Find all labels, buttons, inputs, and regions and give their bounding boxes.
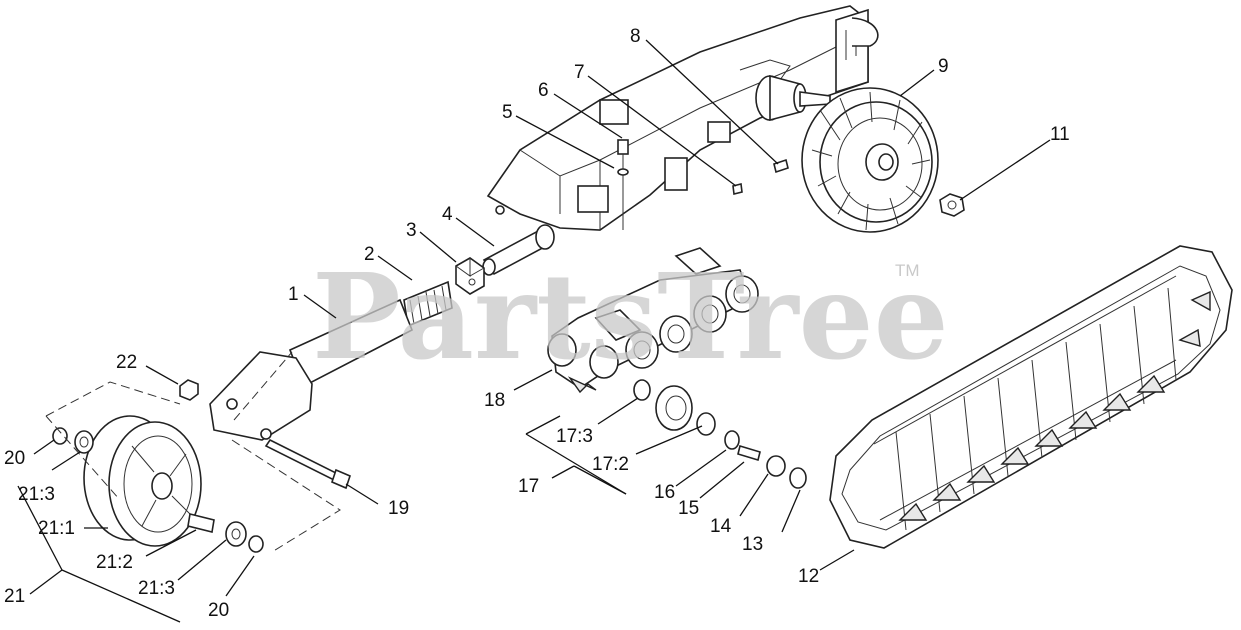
callout-19: 19 [388,498,409,519]
callout-21-3-left: 21:3 [18,484,55,505]
callout-7: 7 [574,62,585,83]
callout-13: 13 [742,534,763,555]
callout-6: 6 [538,80,549,101]
leader-lines [17,39,1051,623]
callout-1: 1 [288,284,299,305]
callout-labels: 1 2 3 4 5 6 7 8 9 11 12 13 14 15 16 17 1… [4,26,1070,621]
watermark-trademark: TM [895,261,920,280]
callout-20-bottom: 20 [208,600,229,621]
callout-21-3-bottom: 21:3 [138,578,175,599]
callout-22: 22 [116,352,137,373]
callout-3: 3 [406,220,417,241]
callout-2: 2 [364,244,375,265]
callout-8: 8 [630,26,641,47]
callout-15: 15 [678,498,699,519]
callout-18: 18 [484,390,505,411]
callout-14: 14 [710,516,732,537]
assembly-guides [45,351,341,553]
callout-16: 16 [654,482,675,503]
bearing-assembly-17 [633,379,807,489]
callout-4: 4 [442,204,453,225]
callout-21: 21 [4,586,25,607]
hex-nut-11 [939,193,965,217]
shaft-4 [482,224,555,276]
rubber-track-12 [829,245,1233,549]
roller-bogie-18 [547,247,759,394]
callout-17-2: 17:2 [592,454,629,475]
spindle-hub [755,74,831,122]
bolt-19 [264,438,351,490]
watermark-brand: PartsTree [312,247,949,386]
slide-block-3 [455,257,485,295]
callout-17: 17 [518,476,539,497]
callout-17-3: 17:3 [556,426,593,447]
nut-22 [179,379,199,401]
small-fasteners [617,139,789,230]
callout-21-1: 21:1 [38,518,75,539]
callout-21-2: 21:2 [96,552,133,573]
drive-wheel [801,87,939,233]
callout-20-left: 20 [4,448,25,469]
callout-5: 5 [502,102,513,123]
track-frame [486,5,879,231]
callout-11: 11 [1050,124,1070,145]
idler-wheel-21 [83,415,202,547]
idler-bearings [52,427,264,553]
callout-9: 9 [938,56,949,77]
callout-12: 12 [798,566,819,587]
